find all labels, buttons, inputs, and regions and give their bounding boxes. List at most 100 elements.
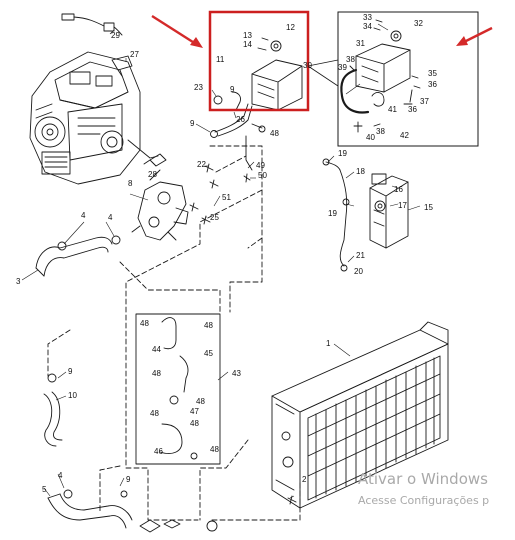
callout-25: 25 [210, 213, 219, 222]
hose [159, 423, 183, 454]
radiator [271, 321, 449, 509]
callout-16: 16 [394, 185, 403, 194]
callout-9d: 9 [126, 475, 131, 484]
activation-watermark-subtitle: Acesse Configurações p [358, 494, 490, 507]
detail-clamp [371, 92, 385, 107]
hose-clamp [63, 489, 73, 499]
fitting [163, 519, 181, 529]
fitting [139, 519, 161, 533]
activation-watermark-title: Ativar o Windows [358, 470, 488, 488]
bolt [189, 202, 199, 212]
callout-5: 5 [42, 485, 47, 494]
callout-4b: 4 [108, 213, 113, 222]
highlight-box [208, 10, 310, 112]
hose-clamp [340, 264, 348, 272]
callout-40: 40 [366, 133, 375, 142]
callout-23: 23 [194, 83, 203, 92]
callout-17: 17 [398, 201, 407, 210]
callout-48a: 48 [270, 129, 279, 138]
detail-reservoir [355, 19, 411, 93]
leader-lines [21, 23, 421, 499]
callout-46: 46 [154, 447, 163, 456]
callout-48c: 48 [204, 321, 213, 330]
callout-41: 41 [388, 105, 397, 114]
wiring-harness [61, 13, 123, 36]
bracket [111, 55, 133, 77]
callout-31: 31 [356, 39, 365, 48]
hose [214, 103, 249, 133]
hose-10 [43, 391, 63, 447]
lower-hose-5 [47, 493, 133, 529]
callout-20: 20 [354, 267, 363, 276]
callout-36b: 36 [408, 105, 417, 114]
callout-48e: 48 [196, 397, 205, 406]
callout-48b: 48 [140, 319, 149, 328]
callout-48h: 48 [210, 445, 219, 454]
callout-11: 11 [216, 55, 225, 64]
callout-12: 12 [286, 23, 295, 32]
hose-clamp [322, 158, 330, 166]
callout-34: 34 [363, 22, 372, 31]
hose [245, 123, 263, 171]
callout-14: 14 [243, 40, 252, 49]
callout-27: 27 [130, 50, 139, 59]
detail-frame [337, 11, 479, 147]
callout-22: 22 [197, 160, 206, 169]
red-arrow-right [456, 26, 493, 46]
hose-clamp [111, 235, 121, 245]
hose-clamp [342, 198, 350, 206]
hose-clamp [213, 95, 223, 105]
callout-26: 26 [236, 115, 245, 124]
detail-hose [340, 68, 370, 114]
bolt [201, 215, 211, 225]
callout-39: 39 [338, 63, 347, 72]
callout-36a: 36 [428, 80, 437, 89]
callout-15: 15 [424, 203, 433, 212]
callout-33: 33 [363, 13, 372, 22]
callout-47: 47 [190, 407, 199, 416]
callout-48d: 48 [152, 369, 161, 378]
hose [325, 161, 341, 171]
callout-29: 29 [111, 31, 120, 40]
hose [161, 317, 177, 350]
callout-19b: 19 [328, 209, 337, 218]
bolt [209, 179, 219, 189]
callout-38a: 38 [346, 55, 355, 64]
overflow-tank [369, 173, 409, 249]
callout-44: 44 [152, 345, 161, 354]
callout-51: 51 [222, 193, 231, 202]
callout-32: 32 [414, 19, 423, 28]
hose-kit-box [135, 313, 221, 465]
callout-10: 10 [68, 391, 77, 400]
fitting [206, 520, 218, 532]
red-arrow-left [151, 14, 203, 48]
callout-3: 3 [16, 277, 21, 286]
callout-49: 49 [256, 161, 265, 170]
callout-21: 21 [356, 251, 365, 260]
detail-leader [307, 59, 339, 87]
hose-clamp [169, 395, 179, 405]
callout-9a: 9 [190, 119, 195, 128]
hose-clamp [190, 452, 198, 460]
detail-fitting [403, 89, 413, 105]
hose-18-21 [339, 169, 348, 267]
callout-9b: 9 [230, 85, 235, 94]
callout-42: 42 [400, 131, 409, 140]
detail-fitting [373, 123, 381, 127]
bolt [243, 173, 251, 183]
callout-2: 2 [302, 475, 307, 484]
detail-clamp [349, 65, 355, 71]
thermostat-housing [131, 169, 189, 241]
callout-1: 1 [326, 339, 331, 348]
lower-hose-3 [35, 236, 113, 277]
callout-45: 45 [204, 349, 213, 358]
bolt [204, 163, 214, 173]
callout-43: 43 [232, 369, 241, 378]
callout-30: 30 [303, 61, 312, 70]
hose-clamp [120, 490, 128, 498]
hose [179, 355, 189, 393]
callout-37: 37 [420, 97, 429, 106]
callout-8: 8 [128, 179, 133, 188]
